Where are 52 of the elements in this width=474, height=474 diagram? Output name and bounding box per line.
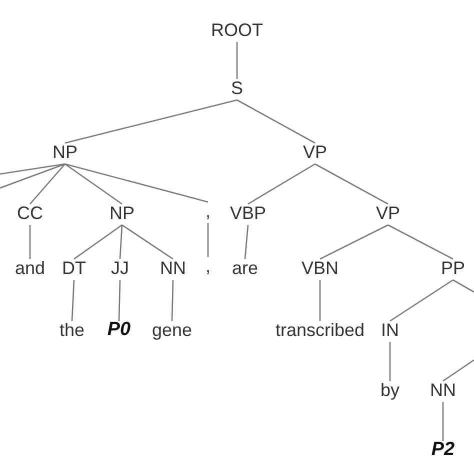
tree-branch: [389, 342, 391, 381]
tree-node-label: P2: [430, 440, 456, 460]
tree-branch: [64, 99, 238, 144]
tree-branch: [0, 163, 66, 175]
tree-branch: [119, 224, 123, 260]
tree-node-label: the: [58, 320, 86, 340]
tree-node-label: PP: [440, 258, 466, 278]
tree-branch: [236, 42, 238, 79]
tree-node-label: VP: [375, 203, 401, 223]
tree-branch: [207, 223, 209, 257]
tree-node-label: IN: [380, 320, 400, 340]
tree-node-label: and: [14, 258, 46, 278]
tree-branch: [74, 224, 122, 260]
tree-node-label: ,: [204, 201, 212, 221]
tree-branch: [442, 359, 474, 382]
tree-node-label: gene: [150, 320, 194, 340]
tree-node-label: DT: [61, 258, 87, 278]
tree-node-label: transcribed: [274, 320, 366, 340]
tree-branch: [64, 163, 208, 203]
tree-branch: [122, 224, 174, 260]
tree-node-label: NN: [429, 380, 457, 400]
tree-node-label: are: [231, 258, 259, 278]
tree-branch: [171, 280, 174, 322]
tree-node-label: ,: [204, 256, 212, 276]
tree-branch: [314, 163, 388, 205]
tree-branch: [0, 163, 66, 189]
tree-node-label: JJ: [110, 258, 130, 278]
tree-node-label: VBP: [228, 203, 268, 223]
tree-branch: [244, 224, 249, 260]
tree-branch: [118, 280, 121, 322]
tree-branch: [390, 279, 454, 322]
tree-node-label: NN: [159, 258, 187, 278]
tree-node-label: S: [230, 78, 244, 98]
tree-branch: [452, 279, 474, 293]
tree-branch: [442, 402, 444, 441]
tree-branch: [71, 280, 75, 322]
tree-node-label: by: [380, 380, 400, 400]
tree-branch: [320, 224, 388, 260]
tree-node-label: VBN: [300, 258, 340, 278]
tree-branch: [388, 224, 454, 260]
tree-branch: [30, 164, 66, 204]
tree-node-label: NP: [52, 142, 78, 162]
tree-node-label: NP: [108, 203, 136, 223]
tree-node-label: P0: [106, 320, 132, 340]
tree-branch: [248, 163, 316, 205]
tree-branch: [29, 225, 31, 259]
tree-branch: [64, 163, 122, 205]
tree-branch: [236, 99, 316, 144]
tree-node-label: ROOT: [210, 20, 264, 40]
tree-node-label: VP: [302, 142, 328, 162]
tree-branch: [319, 280, 321, 321]
tree-node-label: CC: [16, 203, 44, 223]
